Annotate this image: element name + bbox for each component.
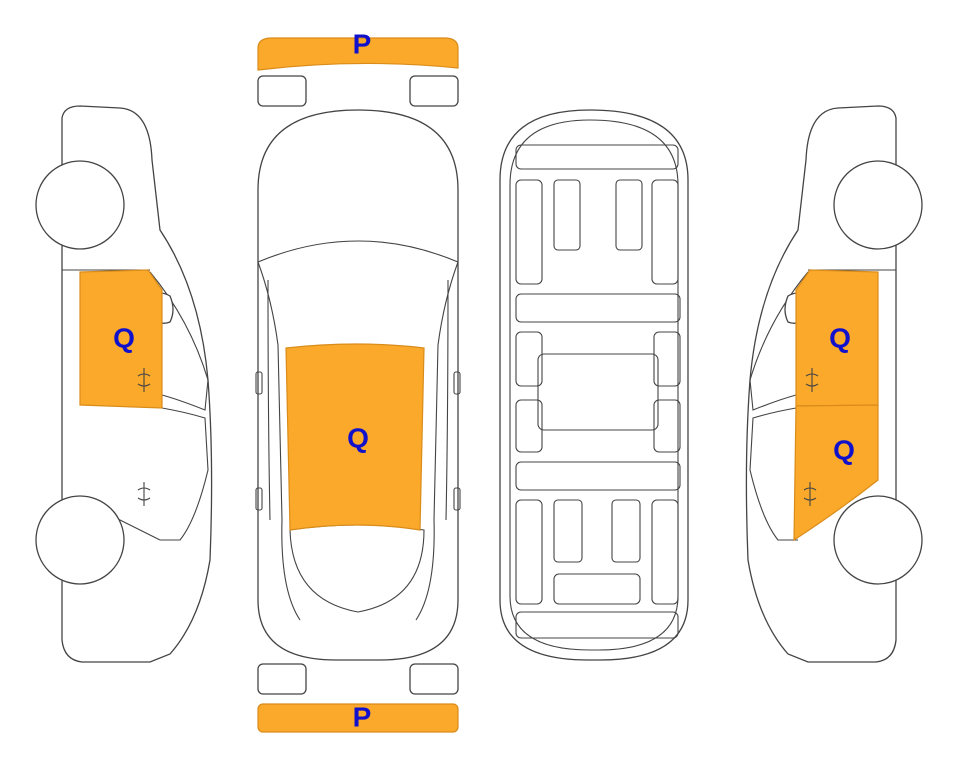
left-rear-door-handle [137,482,151,506]
underbody-rear-inner-right [611,499,641,563]
rear-right-wheel-top [409,663,459,695]
right-side-rear-glass [749,407,798,541]
right-rear-door-handle [803,482,817,506]
top-view-inner-lines [267,279,449,521]
left-side-front-wheel [35,160,125,250]
underbody-spare-well [553,573,641,605]
underbody-rear-inner-left [553,499,583,563]
right-front-door-label: Q [829,322,851,353]
top-view-right-mirror [453,371,461,395]
underbody-outline [499,109,689,661]
underbody-rear-rail-right [651,499,679,605]
underbody-front-crossmember [515,144,679,170]
top-view-left-handle [255,487,263,511]
front-right-wheel-top [409,75,459,107]
underbody-view [499,109,689,661]
right-rear-door-panel [793,404,879,542]
right-front-door-handle [805,368,819,392]
left-front-door-handle [137,368,151,392]
top-view-left-mirror [255,371,263,395]
right-rear-door-label: Q [833,434,855,465]
left-front-door-label: Q [113,322,135,353]
right-side-front-wheel [833,160,923,250]
underbody-floor-left [515,331,543,387]
front-bumper-panel [257,37,459,71]
left-side-rear-glass [160,407,209,541]
underbody-front-rail-left [515,179,543,285]
underbody-engine-left [553,179,581,251]
hood-panel [285,343,425,531]
left-front-door-panel [79,269,163,409]
right-side-rear-wheel [833,495,923,585]
front-left-wheel-top [257,75,307,107]
rear-left-wheel-top [257,663,307,695]
top-view-cowl-line [257,240,459,263]
underbody-rear-crossmember [515,461,681,491]
underbody-rear-rail-left [515,499,543,605]
left-side-rear-wheel [35,495,125,585]
underbody-center-tunnel [537,353,659,431]
underbody-rear-bumper-beam [515,611,679,639]
underbody-floor-right-lower [653,399,681,453]
hood-label: Q [347,422,369,453]
front-bumper-label: P [353,28,372,59]
underbody-floor-left-lower [515,399,543,453]
rear-bumper-label: P [353,701,372,732]
right-side-view: Q Q [745,105,923,663]
underbody-floor-right [653,331,681,387]
left-side-view: Q [35,105,213,663]
top-view: P Q P [255,28,461,733]
underbody-front-rail-right [651,179,679,285]
underbody-mid-crossmember [515,293,681,323]
top-view-right-handle [453,487,461,511]
underbody-engine-right [615,179,643,251]
top-view-a-pillars [257,261,459,621]
right-front-door-panel [795,269,879,407]
rear-bumper-panel [257,703,459,733]
